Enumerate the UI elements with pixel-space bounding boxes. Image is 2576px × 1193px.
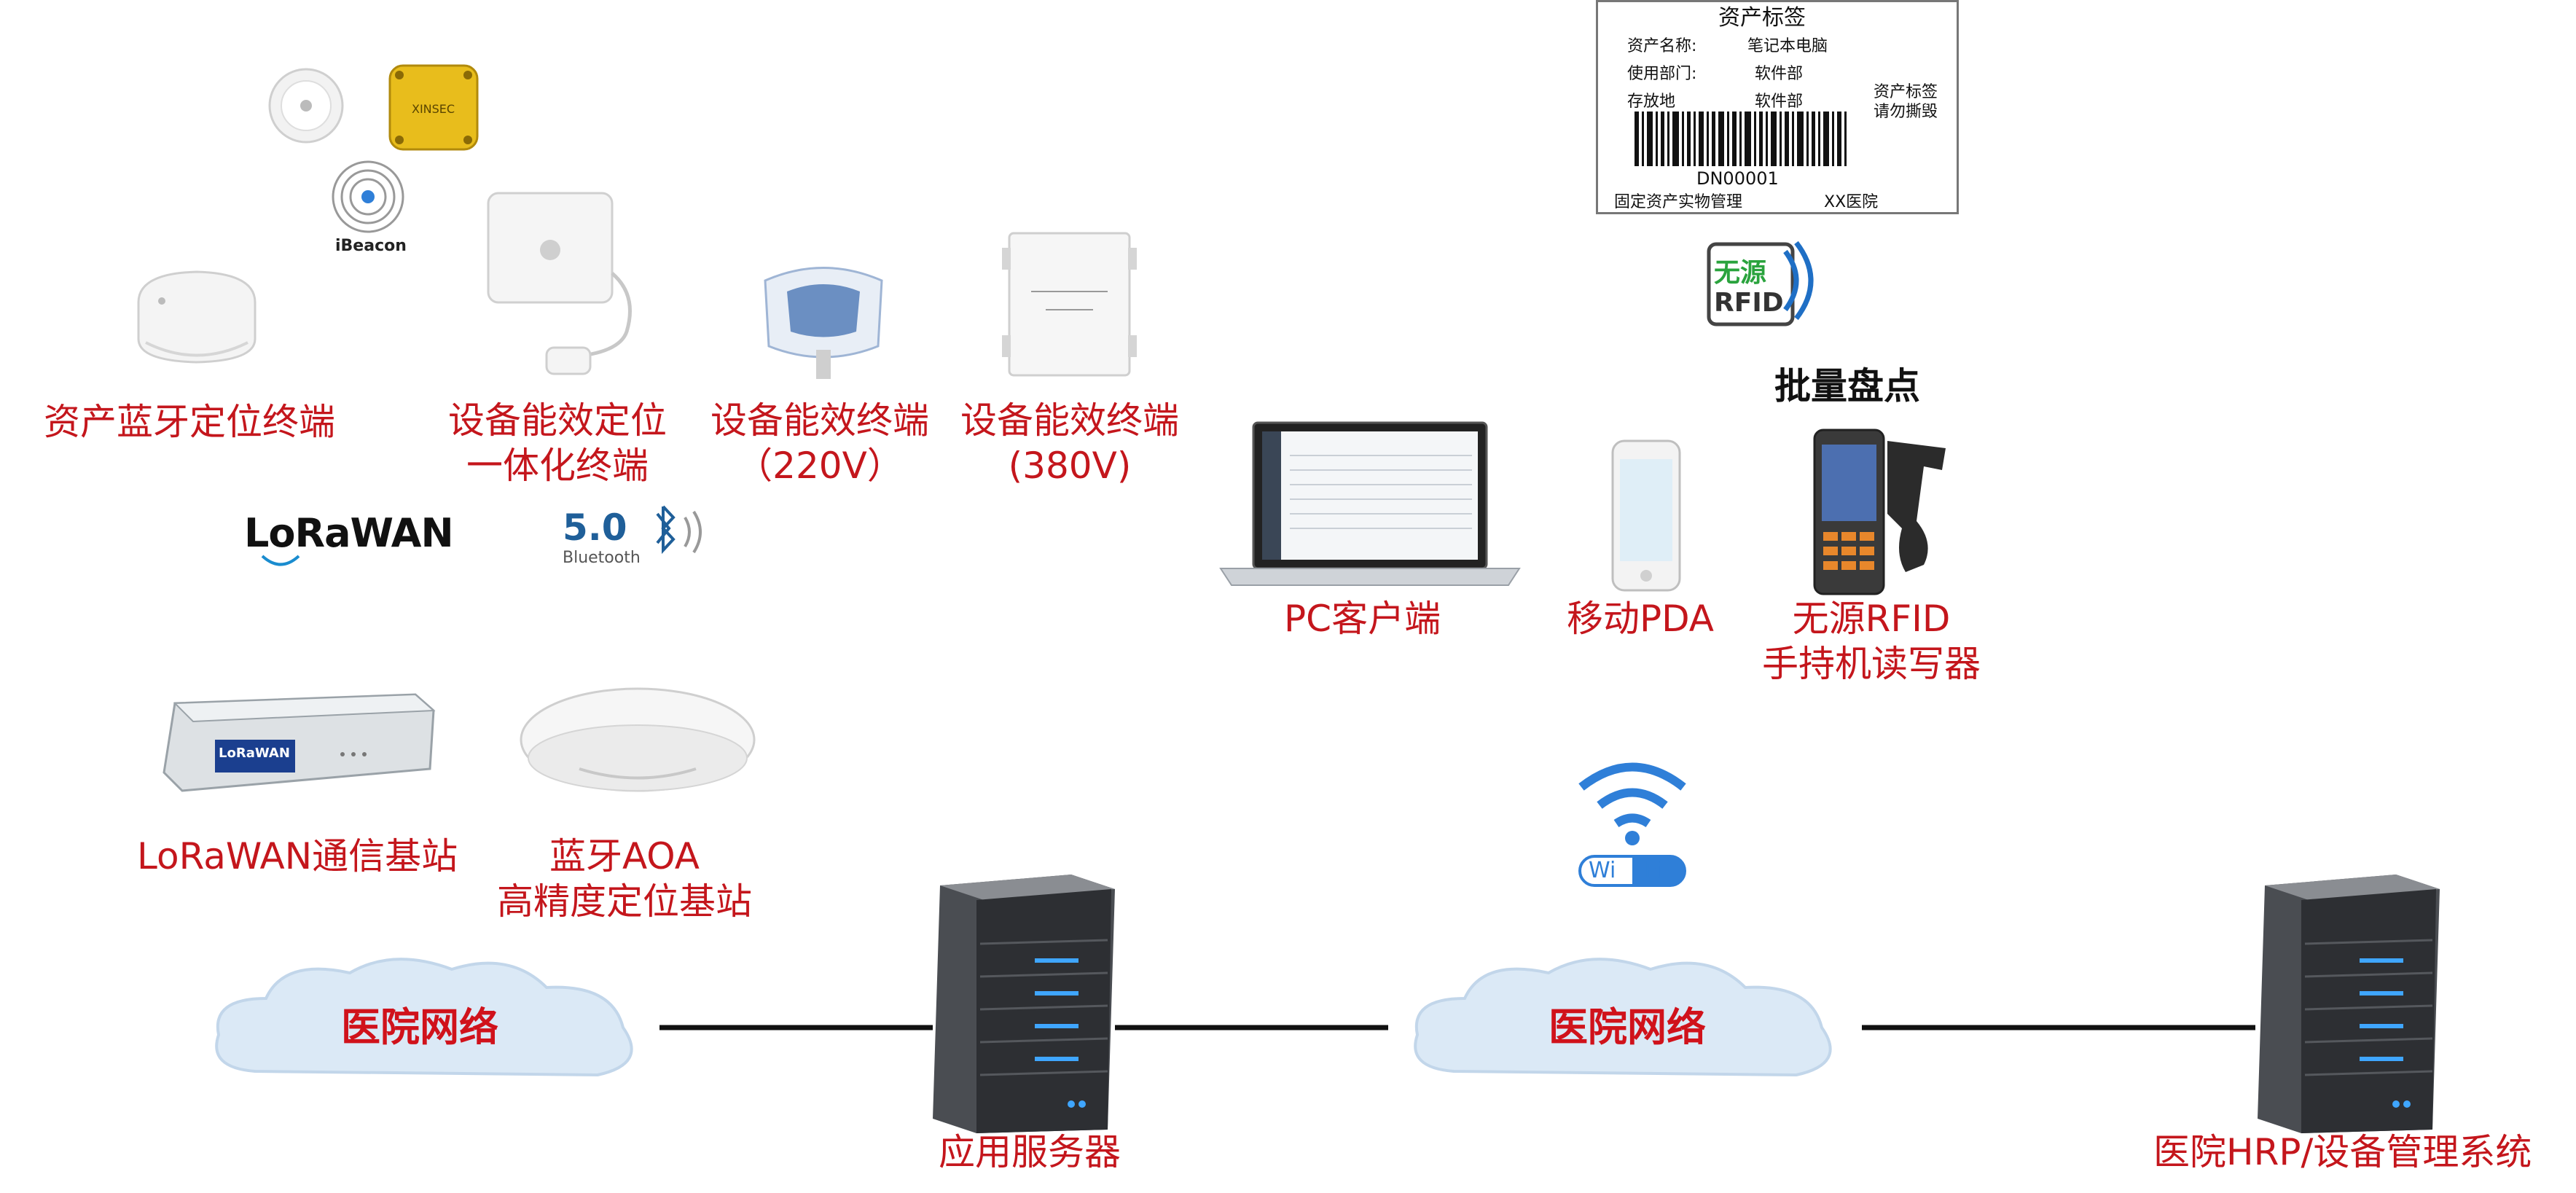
bluetooth-terminal-device-icon [137, 270, 257, 364]
pda-label: 移动PDA [1567, 598, 1714, 640]
batch-inventory-title: 批量盘点 [1774, 365, 1920, 407]
barcode-icon [1635, 112, 1847, 166]
asset-tag-value-1: 软件部 [1755, 65, 1804, 83]
asset-tag-value-2: 软件部 [1755, 93, 1804, 111]
hrp-server-icon [2258, 875, 2440, 1133]
asset-tag-footer-right: XX医院 [1824, 193, 1879, 211]
lorawan-signal-icon [261, 555, 300, 566]
bluetooth-name: Bluetooth [563, 549, 641, 567]
lorawan-station-label: LoRaWAN通信基站 [137, 835, 458, 877]
lorawan-base-station-icon [163, 693, 436, 792]
bluetooth-version-text: 5.0 [563, 506, 627, 549]
energy-integrated-terminal-icon [487, 192, 632, 375]
energy-integrated-label: 设备能效定位 一体化终端 [448, 399, 667, 487]
asset-tag-side-note-1: 资产标签 [1874, 83, 1938, 101]
mobile-pda-icon [1611, 439, 1681, 592]
lorawan-logo: LoRaWAN [244, 510, 454, 556]
asset-tag-key-1: 使用部门: [1627, 65, 1697, 83]
ibeacon-signal-icon [332, 160, 404, 233]
app-server-icon [933, 875, 1115, 1133]
rfid-handheld-reader-icon [1813, 429, 1946, 595]
xinsec-logo-text: XINSEC [412, 102, 455, 116]
pc-client-label: PC客户端 [1284, 598, 1441, 640]
rfid-reader-label: 无源RFID 手持机读写器 [1762, 598, 1981, 685]
ibeacon-label: iBeacon [335, 237, 407, 255]
bluetooth-icon [656, 505, 702, 555]
asset-tag-value-0: 笔记本电脑 [1747, 37, 1828, 55]
wifi-icon [1578, 762, 1686, 887]
asset-tag-side-note-2: 请勿撕毁 [1874, 103, 1938, 121]
asset-tag-key-0: 资产名称: [1627, 37, 1697, 55]
aoa-station-label: 蓝牙AOA 高精度定位基站 [497, 835, 752, 923]
aoa-base-station-icon [520, 687, 756, 792]
cloud-left-icon [215, 958, 633, 1077]
rfid-badge-text-1: 无源 [1714, 258, 1767, 288]
asset-tag-title: 资产标签 [1718, 5, 1806, 31]
energy-380v-label: 设备能效终端 (380V) [960, 399, 1179, 487]
barcode-number: DN00001 [1696, 168, 1779, 189]
wifi-label: Wi Fi [1589, 858, 1662, 883]
round-beacon-icon [268, 68, 344, 144]
cloud-right-icon [1414, 958, 1832, 1077]
energy-380v-terminal-icon [1002, 232, 1137, 377]
energy-220v-label: 设备能效终端 （220V） [710, 399, 929, 487]
cloud-right-label: 医院网络 [1549, 1004, 1706, 1050]
asset-tag-card: 资产标签 资产名称: 笔记本电脑 使用部门: 软件部 存放地 软件部 资产标签 … [1596, 0, 1959, 214]
asset-tag-footer-left: 固定资产实物管理 [1614, 193, 1743, 211]
lorawan-base-station-screen-text: LoRaWAN [219, 746, 290, 761]
rfid-badge-text-2: RFID [1714, 288, 1784, 318]
bt-terminal-label: 资产蓝牙定位终端 [44, 401, 335, 443]
app-server-label: 应用服务器 [939, 1131, 1121, 1173]
energy-220v-terminal-icon [764, 267, 883, 379]
pc-laptop-icon [1219, 421, 1521, 586]
asset-tag-key-2: 存放地 [1627, 93, 1676, 111]
rfid-badge-icon [1707, 240, 1814, 326]
cloud-left-label: 医院网络 [341, 1004, 498, 1050]
hrp-system-label: 医院HRP/设备管理系统 [2153, 1131, 2532, 1173]
xinsec-yellow-tag-icon [388, 64, 479, 151]
